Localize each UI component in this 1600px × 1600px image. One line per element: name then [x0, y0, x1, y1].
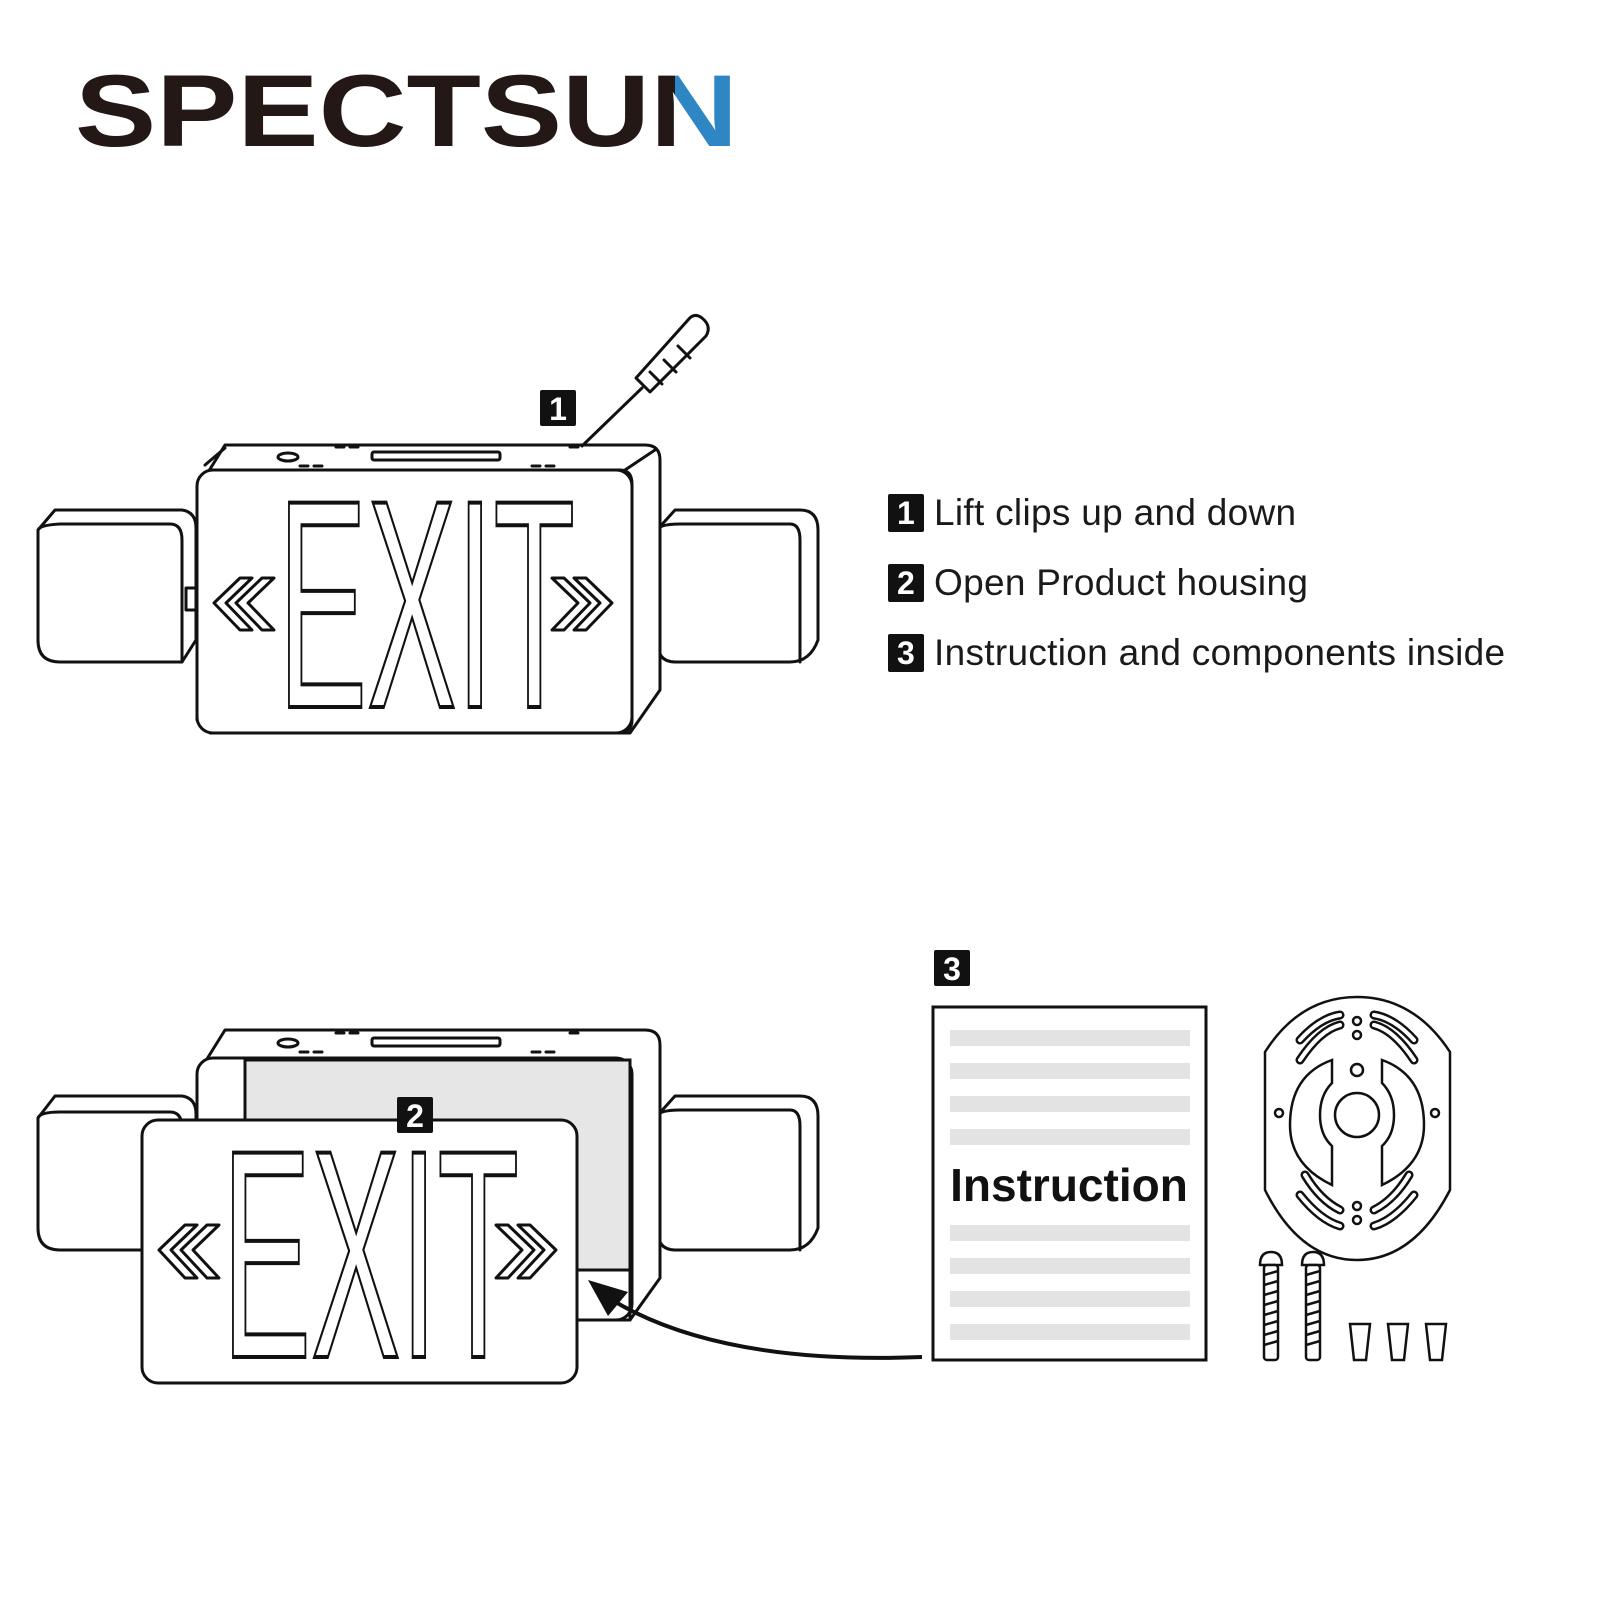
step-item: 1 Lift clips up and down	[888, 478, 1505, 548]
screws-icon	[1258, 1250, 1326, 1362]
wire-nuts-icon	[1348, 1322, 1448, 1362]
step-text: Open Product housing	[934, 562, 1309, 603]
svg-text:3: 3	[943, 951, 961, 987]
steps-list: 1 Lift clips up and down 2 Open Product …	[888, 478, 1505, 688]
right-lamp-head	[645, 1094, 820, 1252]
step-item: 3 Instruction and components inside	[888, 618, 1505, 688]
exit-sign-closed	[36, 443, 820, 735]
step-text: Instruction and components inside	[934, 632, 1506, 673]
step1-badge: 1	[540, 390, 576, 427]
step-number-badge: 1	[888, 494, 924, 532]
right-lamp-head	[645, 508, 820, 664]
exit-sign-open	[36, 1028, 820, 1385]
svg-text:2: 2	[406, 1098, 424, 1134]
instruction-sheet: Instruction	[931, 1005, 1208, 1362]
right-chevron-icon	[494, 1223, 558, 1280]
left-lamp-head	[36, 508, 198, 664]
svg-text:1: 1	[549, 391, 567, 427]
screwdriver-icon	[580, 313, 710, 448]
spectsun-logo: SPECTSUN	[75, 54, 738, 168]
left-chevron-icon	[212, 576, 276, 632]
arrow-icon	[588, 1280, 923, 1360]
step-number-badge: 2	[888, 564, 924, 602]
mounting-plate-icon	[1263, 995, 1452, 1262]
front-cover-panel	[140, 1118, 579, 1385]
step-number-badge: 3	[888, 634, 924, 672]
step2-badge: 2	[397, 1097, 433, 1134]
step-item: 2 Open Product housing	[888, 548, 1505, 618]
exit-lettering: EXIT	[221, 1088, 520, 1420]
left-chevron-icon	[157, 1223, 221, 1280]
step3-badge: 3	[934, 950, 970, 987]
right-chevron-icon	[550, 576, 614, 632]
step-text: Lift clips up and down	[934, 492, 1297, 533]
exit-lettering: EXIT	[277, 438, 576, 770]
instruction-title: Instruction	[950, 1159, 1188, 1211]
